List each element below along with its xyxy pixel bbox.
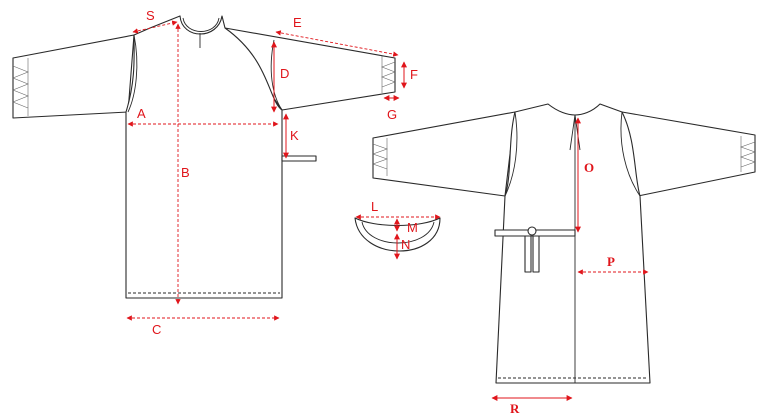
front-collar: [182, 17, 220, 32]
label-G: G: [387, 107, 397, 122]
label-C: C: [152, 322, 161, 337]
front-left-cuff: [12, 58, 29, 117]
label-P: P: [607, 254, 615, 269]
label-S: S: [146, 8, 155, 23]
back-left-sleeve: [372, 111, 516, 197]
label-M: M: [407, 220, 418, 235]
label-O: O: [584, 160, 594, 175]
back-view: [372, 103, 756, 384]
back-left-armhole: [504, 111, 518, 197]
front-tie-strap: [281, 155, 317, 162]
back-belt-tail-1: [524, 235, 532, 273]
back-left-cuff: [372, 138, 388, 176]
front-right-cuff: [381, 56, 396, 93]
back-belt-tail-2: [532, 235, 540, 273]
dimension-lines: [126, 20, 649, 401]
label-E: E: [293, 15, 302, 30]
front-body: [125, 15, 283, 299]
label-B: B: [181, 165, 190, 180]
label-F: F: [410, 67, 418, 82]
front-view: [12, 15, 396, 299]
label-A: A: [137, 106, 146, 121]
front-left-sleeve: [12, 34, 135, 119]
back-right-sleeve: [621, 111, 756, 197]
label-L: L: [371, 199, 378, 214]
back-body: [495, 103, 651, 384]
dim-E: [275, 30, 399, 57]
back-belt-knot: [527, 226, 537, 236]
label-K: K: [290, 128, 299, 143]
back-right-armhole: [620, 111, 641, 197]
dimension-labels: S E D F G A K B C L M N O P R: [137, 8, 615, 415]
label-D: D: [280, 66, 289, 81]
label-N: N: [401, 237, 410, 252]
back-right-cuff: [740, 136, 756, 172]
label-R: R: [510, 401, 520, 415]
front-left-armhole: [127, 34, 138, 113]
dim-S: [132, 20, 178, 34]
